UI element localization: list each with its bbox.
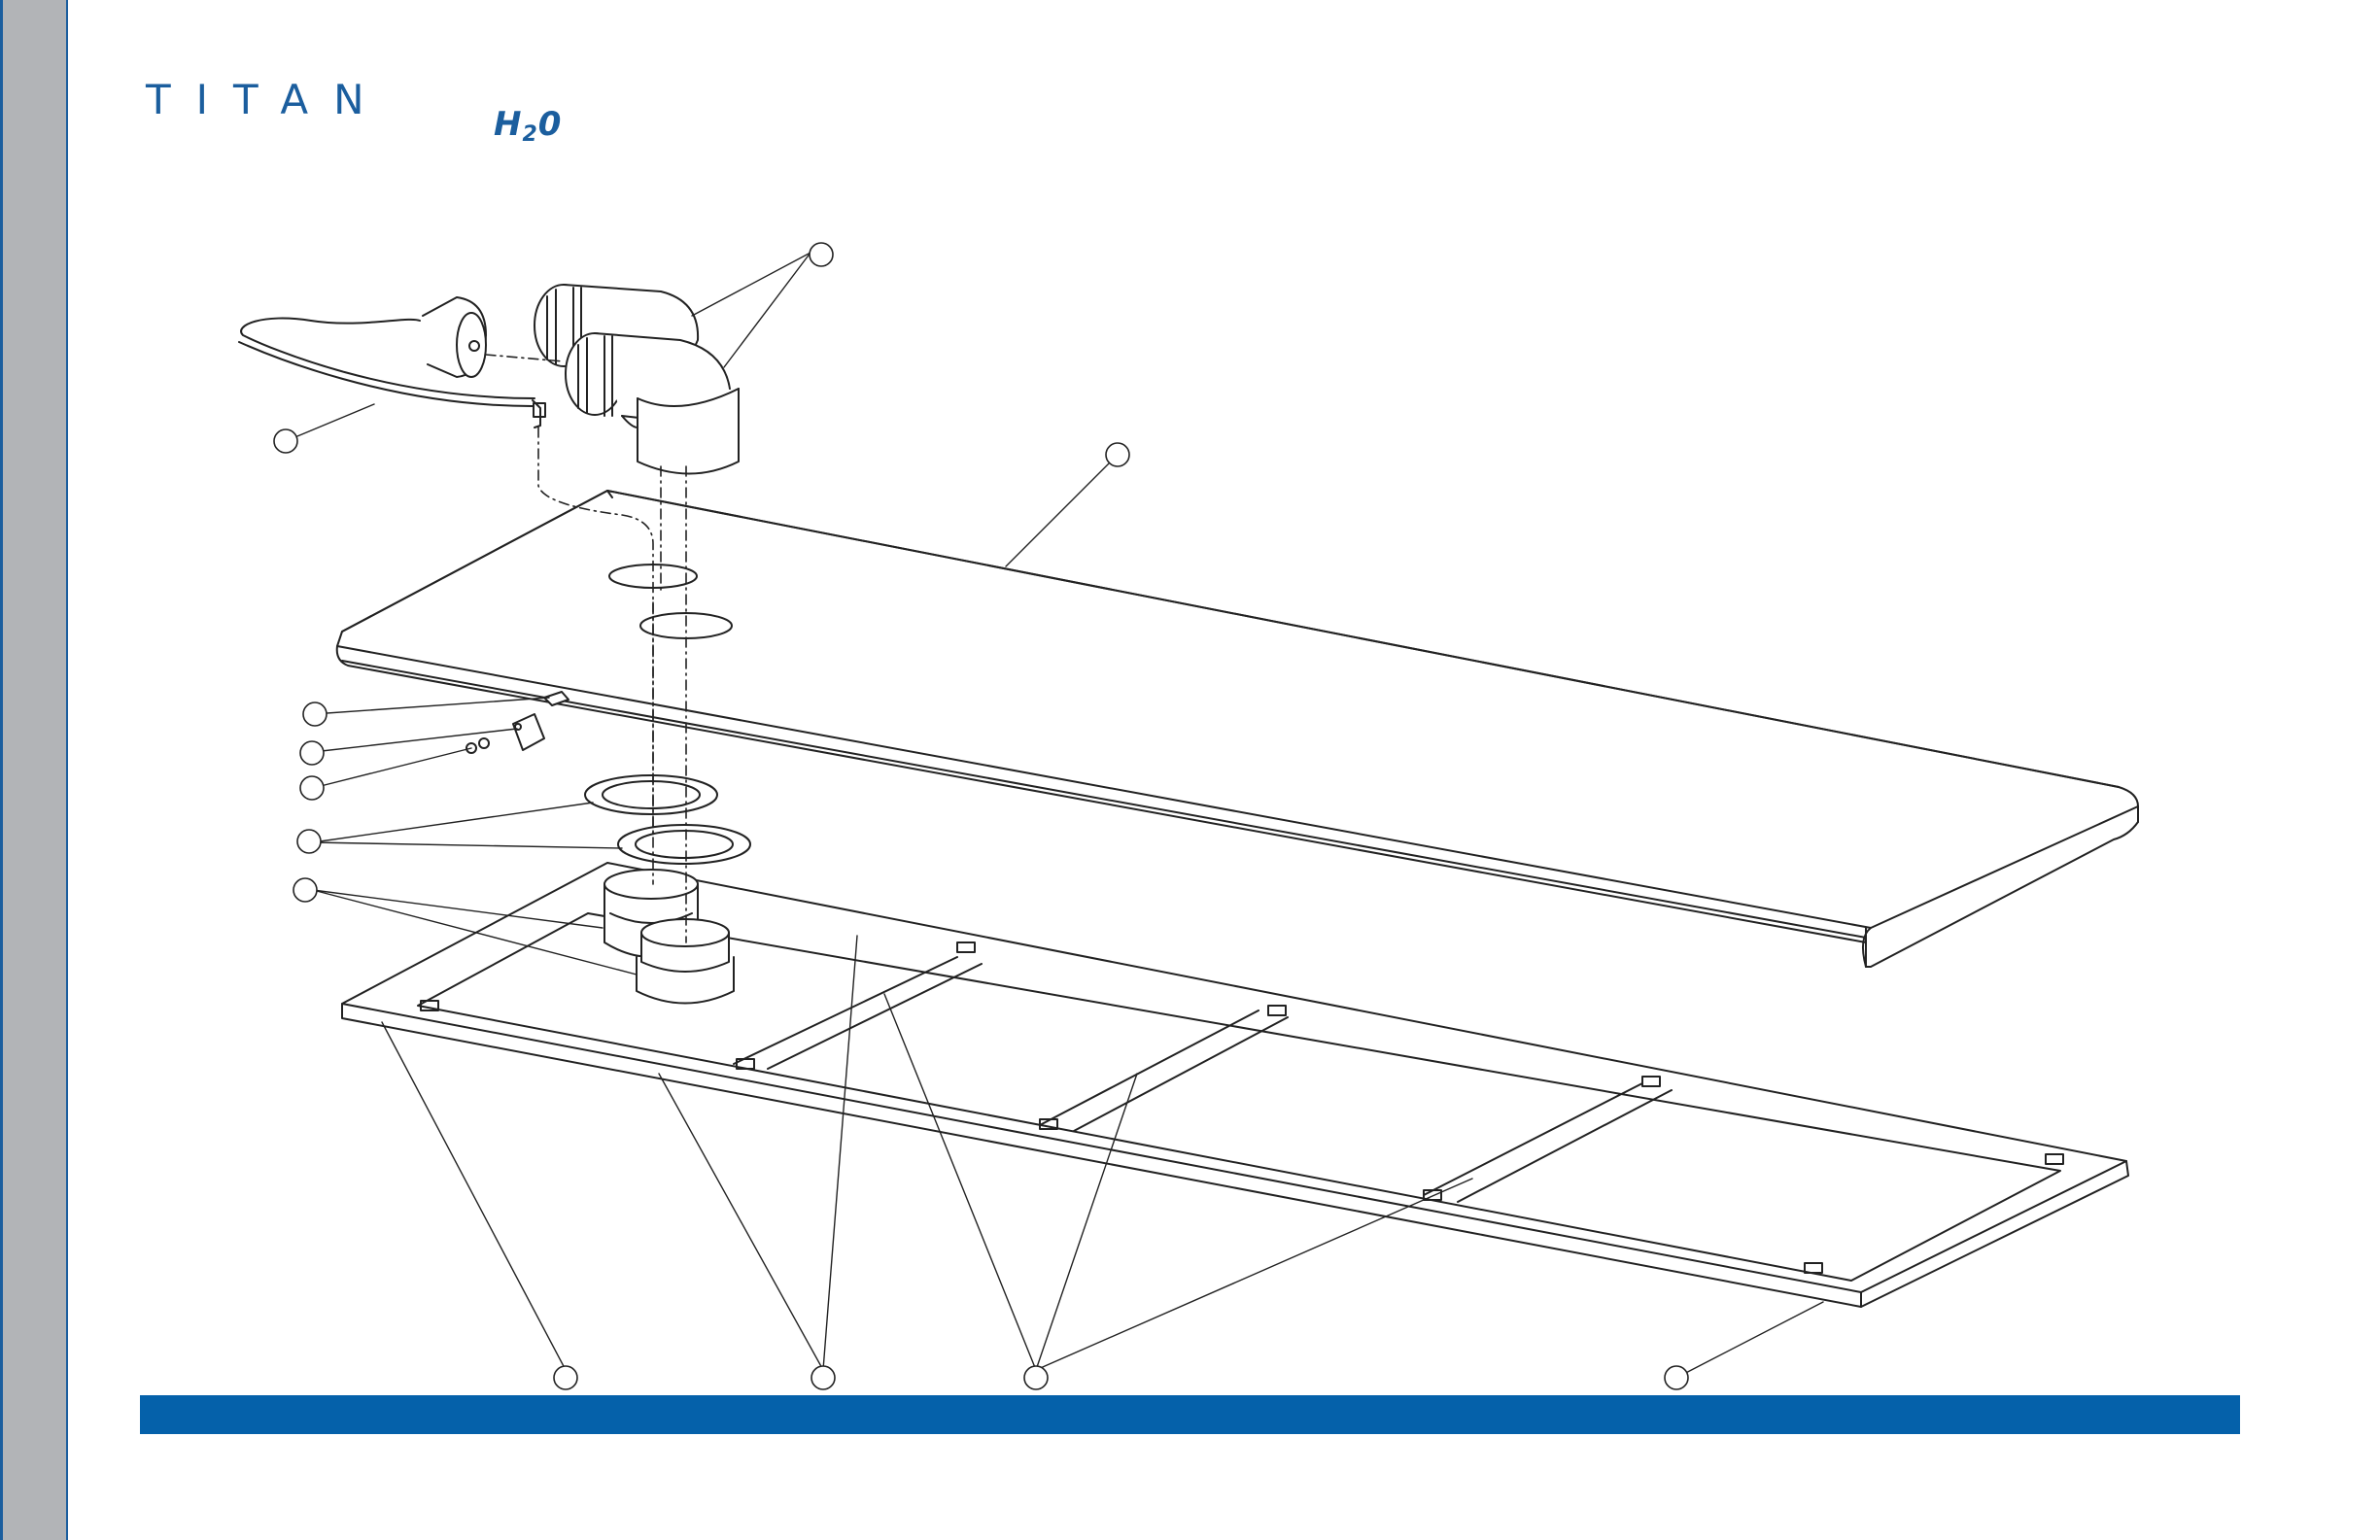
callout-frame-cross bbox=[1024, 1366, 1048, 1389]
drain-cap-and-hose bbox=[239, 297, 545, 428]
callout-top-panel bbox=[1106, 443, 1129, 466]
callout-frame-left bbox=[554, 1366, 577, 1389]
callout-couplers bbox=[293, 878, 317, 902]
callout-drain-hose bbox=[274, 429, 297, 453]
callout-nuts bbox=[300, 776, 324, 800]
callout-elbow-fittings bbox=[810, 243, 833, 266]
callout-bracket bbox=[300, 741, 324, 765]
small-hardware bbox=[466, 692, 569, 753]
callout-frame-right bbox=[1665, 1366, 1688, 1389]
elbow-fittings bbox=[535, 285, 739, 474]
callout-gaskets bbox=[297, 830, 321, 853]
callout-screw bbox=[303, 702, 327, 726]
gaskets bbox=[585, 775, 750, 864]
footer-bar bbox=[140, 1395, 2240, 1434]
callout-frame-mid bbox=[811, 1366, 835, 1389]
